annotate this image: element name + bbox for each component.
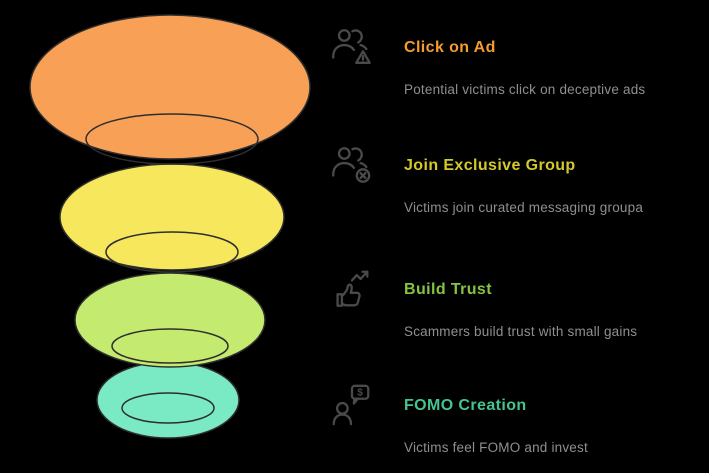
funnel-stage-fomo-creation-inner-ring [121, 392, 215, 424]
step-title: Click on Ad [404, 39, 496, 56]
step-description: Victims join curated messaging groupa [404, 200, 644, 215]
step-click-on-ad: Click on Ad Potential victims click on d… [328, 24, 645, 97]
funnel-stage-fomo-creation [96, 361, 240, 439]
step-title: FOMO Creation [404, 397, 527, 414]
step-title: Build Trust [404, 281, 492, 298]
step-text-block: Click on Ad Potential victims click on d… [404, 24, 646, 98]
step-description: Victims feel FOMO and invest [404, 440, 588, 455]
growth-arrow-icon [328, 266, 374, 312]
funnel-steps-list: Click on Ad Potential victims click on d… [328, 0, 706, 473]
step-description: Potential victims click on deceptive ads [404, 82, 646, 97]
step-title: Join Exclusive Group [404, 157, 576, 174]
users-warning-icon [328, 24, 374, 70]
users-remove-icon [328, 142, 374, 188]
person-dollar-bubble-icon: $ [328, 382, 374, 428]
step-build-trust: Build Trust Scammers build trust with sm… [328, 266, 637, 339]
funnel-stage-build-trust [74, 272, 266, 368]
step-description: Scammers build trust with small gains [404, 324, 638, 339]
funnel-stage-join-group-inner-ring [105, 231, 239, 273]
funnel-stage-build-trust-inner-ring [111, 328, 229, 364]
step-text-block: Build Trust Scammers build trust with sm… [404, 266, 638, 340]
step-text-block: Join Exclusive Group Victims join curate… [404, 142, 644, 216]
svg-text:$: $ [357, 388, 363, 399]
funnel-diagram [29, 14, 311, 439]
funnel-stage-click-on-ad-inner-ring [85, 113, 259, 165]
funnel-stage-click-on-ad [29, 14, 311, 160]
step-text-block: FOMO Creation Victims feel FOMO and inve… [404, 382, 588, 456]
funnel-stage-join-group [59, 163, 285, 271]
step-join-exclusive-group: Join Exclusive Group Victims join curate… [328, 142, 643, 215]
step-fomo-creation: $ FOMO Creation Victims feel FOMO and in… [328, 382, 588, 455]
